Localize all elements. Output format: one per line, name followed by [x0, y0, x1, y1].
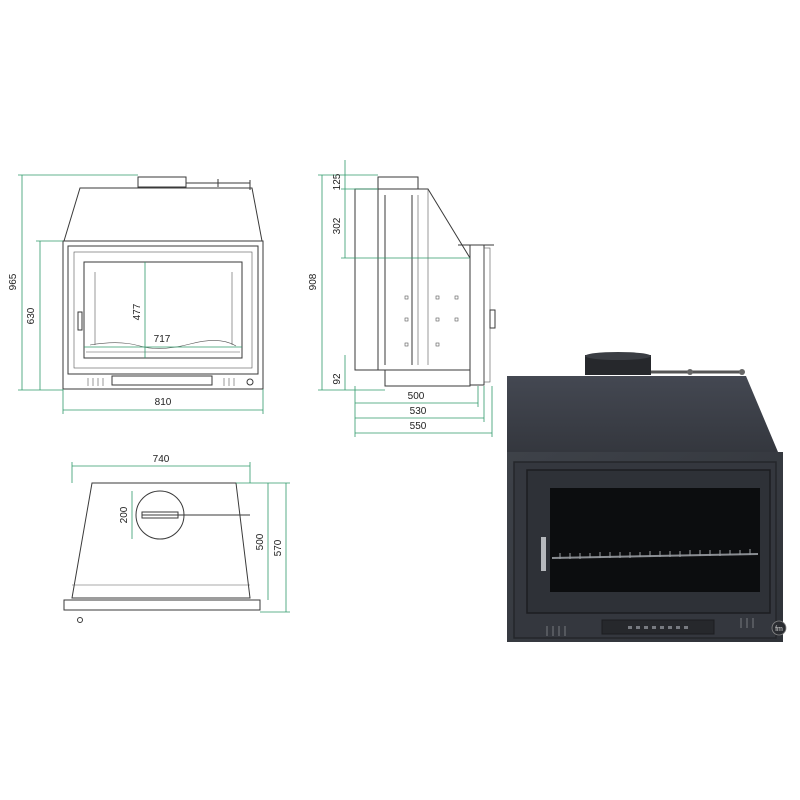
side-base: [384, 369, 471, 387]
side-flue-collar: [377, 176, 419, 190]
side-view: 908 125 302 92 500 530 550: [308, 160, 496, 437]
front-view: 965 630 477 717 810: [8, 174, 264, 414]
side-collar-height-label: 125: [332, 173, 343, 190]
front-total-height-label: 965: [8, 273, 19, 290]
front-glass-height-label: 477: [132, 303, 143, 320]
side-depth-b-label: 530: [410, 406, 427, 417]
front-air-vent: [111, 375, 213, 386]
front-door-height-label: 630: [26, 307, 37, 324]
side-total-height-label: 908: [308, 273, 319, 290]
side-hood-height-label: 302: [332, 217, 343, 234]
front-glass: [83, 261, 243, 359]
top-flue-diameter-label: 200: [119, 506, 130, 523]
photo-glass: [550, 488, 760, 592]
front-door: [67, 245, 259, 375]
top-depth-a-label: 500: [255, 533, 266, 550]
photo-hood: [507, 376, 778, 452]
front-width-label: 810: [155, 397, 172, 408]
side-depth-a-label: 500: [408, 391, 425, 402]
top-front-frame: [63, 599, 261, 611]
top-body: [71, 482, 251, 599]
side-door-frame: [469, 244, 485, 386]
front-vent-slots: [87, 378, 235, 386]
photo-flue-collar: [585, 355, 651, 375]
front-flue-collar: [137, 176, 187, 188]
front-frame: [62, 240, 264, 390]
product-render: fm: [507, 352, 787, 642]
side-door-handle: [489, 309, 496, 329]
photo-air-vent: [601, 619, 715, 635]
side-base-height-label: 92: [332, 373, 343, 385]
side-depth-c-label: 550: [410, 421, 427, 432]
top-depth-b-label: 570: [273, 539, 284, 556]
top-view: 740 200 500 570: [63, 454, 290, 623]
front-door-handle: [77, 311, 83, 331]
photo-door-handle: [541, 537, 546, 571]
front-glass-width-label: 717: [154, 334, 171, 345]
front-logo-badge: [246, 378, 254, 386]
top-width-label: 740: [153, 454, 170, 465]
photo-logo-text: fm: [775, 626, 783, 633]
front-hood: [63, 187, 263, 242]
photo-logo-badge: [771, 620, 787, 636]
photo-grate: [551, 553, 759, 559]
